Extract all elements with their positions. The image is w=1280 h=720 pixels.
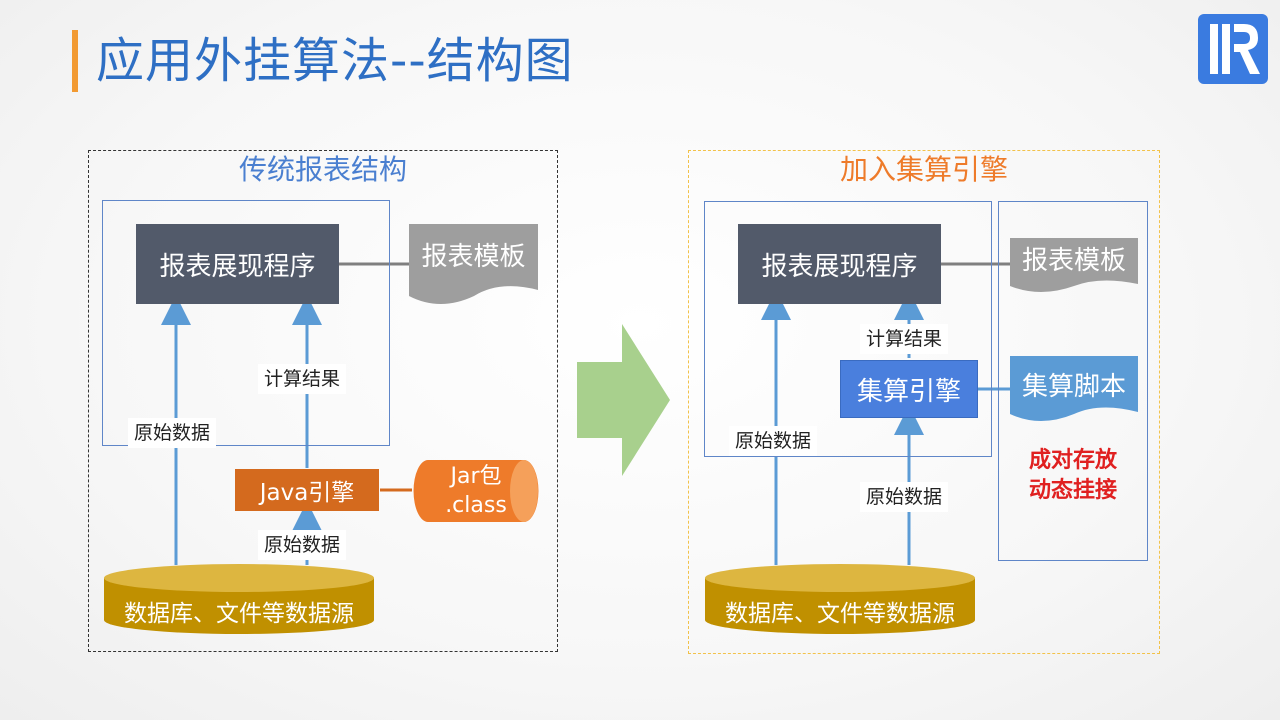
brand-logo	[1198, 14, 1268, 84]
page-title: 应用外挂算法--结构图	[96, 33, 574, 89]
right-engine: 集算引擎	[840, 360, 978, 418]
jar-label-line1: Jar包	[450, 464, 502, 489]
left-datasource: 数据库、文件等数据源	[124, 601, 354, 627]
right-script: 集算脚本	[1021, 372, 1126, 402]
right-template-shape	[1010, 238, 1138, 292]
left-panel-heading: 传统报表结构	[238, 153, 407, 186]
left-app-box	[102, 200, 390, 446]
right-raw-data-label-1: 原始数据	[729, 426, 818, 456]
right-panel	[688, 150, 1160, 654]
right-calc-result-label: 计算结果	[860, 324, 949, 354]
right-app-box	[704, 201, 992, 457]
title-accent-bar	[72, 30, 78, 92]
left-cylinder-top	[104, 564, 374, 592]
left-java-engine: Java引擎	[235, 469, 379, 511]
right-script-box	[998, 201, 1148, 561]
right-cylinder-body	[705, 578, 975, 634]
right-panel-heading: 加入集算引擎	[839, 153, 1008, 186]
transition-arrow	[577, 324, 670, 476]
left-report-program: 报表展现程序	[136, 224, 339, 304]
right-script-shape	[1010, 356, 1138, 421]
right-note-line2: 动态挂接	[1028, 478, 1117, 503]
left-calc-result-label: 计算结果	[258, 364, 347, 394]
right-report-program: 报表展现程序	[738, 224, 941, 304]
left-panel	[88, 150, 558, 652]
right-report-template: 报表模板	[1021, 246, 1126, 276]
right-note: 成对存放 动态挂接	[1000, 446, 1146, 506]
left-template-shape	[409, 224, 538, 304]
brand-logo-icon	[1210, 24, 1260, 74]
right-cylinder-top	[705, 564, 975, 592]
right-raw-data-label-2: 原始数据	[860, 482, 949, 512]
left-report-template: 报表模板	[421, 242, 526, 272]
jar-label-line2: .class	[445, 493, 507, 518]
jar-cylinder-end	[510, 460, 538, 522]
left-raw-data-label-2: 原始数据	[258, 530, 347, 560]
jar-package: Jar包 .class	[428, 462, 524, 520]
left-cylinder-body	[104, 578, 374, 634]
left-raw-data-label-1: 原始数据	[128, 418, 217, 448]
right-datasource: 数据库、文件等数据源	[725, 601, 955, 627]
right-note-line1: 成对存放	[1028, 448, 1117, 473]
jar-cylinder-shape	[413, 460, 539, 522]
